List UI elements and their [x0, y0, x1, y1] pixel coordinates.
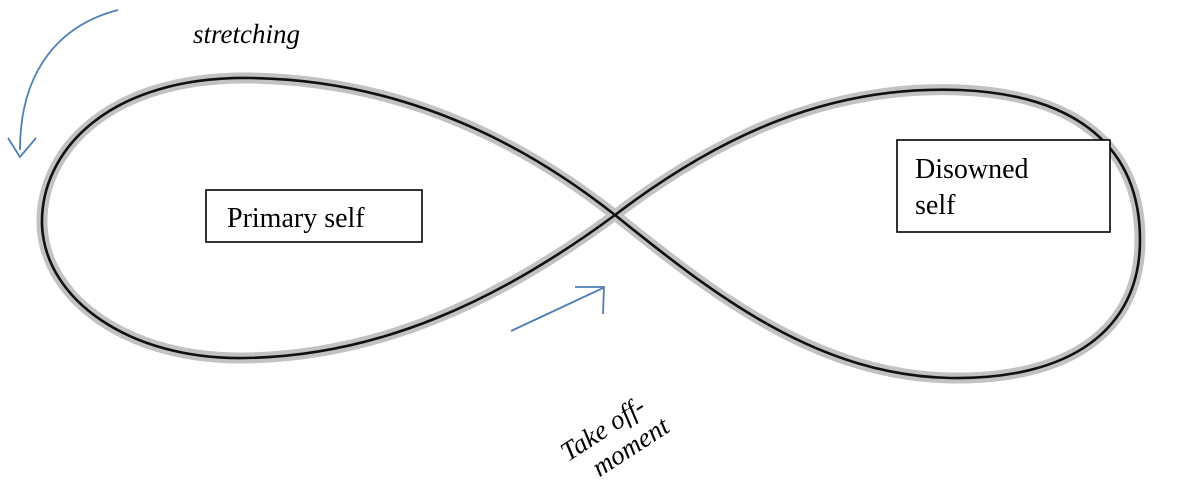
disowned-self-label-line2: self: [915, 190, 956, 221]
disowned-self-box: Disowned self: [896, 139, 1111, 233]
primary-self-box: Primary self: [205, 189, 423, 243]
primary-self-label: Primary self: [227, 203, 365, 234]
stretching-arrow-head: [7, 137, 37, 159]
infinity-loop: [36, 72, 1146, 384]
take-off-arrow: [510, 286, 605, 332]
infinity-band-edge: [40, 76, 1142, 380]
stretching-arrow-curve: [19, 9, 119, 151]
stretching-label: stretching: [193, 19, 300, 49]
disowned-self-box-border: [896, 139, 1111, 233]
take-off-arrow-head: [575, 286, 605, 315]
take-off-arrow-shaft: [510, 287, 604, 332]
take-off-label: Take off- moment: [555, 391, 676, 483]
primary-self-box-border: [205, 189, 423, 243]
stretching-arrow: [7, 9, 119, 159]
disowned-self-label-line1: Disowned: [915, 154, 1029, 185]
